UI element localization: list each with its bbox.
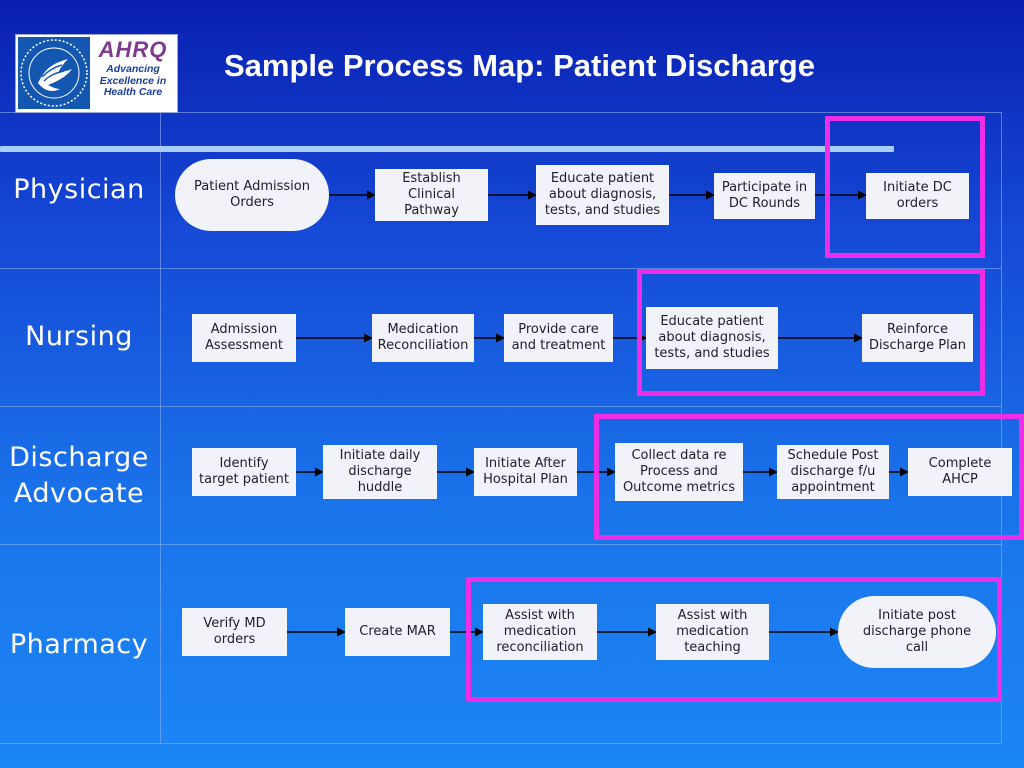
page-title: Sample Process Map: Patient Discharge	[224, 48, 815, 83]
highlight-physician-dc-orders	[825, 116, 985, 258]
lane-divider	[0, 544, 1002, 545]
step-provide-care: Provide care and treatment	[504, 314, 613, 362]
step-admission-assessment: Admission Assessment	[192, 314, 296, 362]
ahrq-tagline-line: Advancing	[106, 63, 160, 75]
ahrq-tagline-line: Health Care	[103, 86, 163, 98]
ahrq-logo: AHRQ Advancing Excellence in Health Care	[92, 37, 174, 109]
lane-label-pharmacy: Pharmacy	[9, 629, 149, 660]
step-verify-md-orders: Verify MD orders	[182, 608, 287, 656]
lane-label-discharge-advocate: Discharge Advocate	[9, 442, 149, 509]
step-initiate-daily-huddle: Initiate daily discharge huddle	[323, 445, 437, 499]
step-identify-target-patient: Identify target patient	[192, 448, 296, 496]
ahrq-tagline: Advancing Excellence in Health Care	[92, 63, 174, 99]
step-assist-medication-reconciliation: Assist with medication reconciliation	[483, 604, 597, 660]
lane-label-nursing: Nursing	[25, 321, 133, 352]
lane-divider	[0, 112, 1002, 113]
right-border	[1001, 112, 1002, 743]
logo: AHRQ Advancing Excellence in Health Care	[15, 34, 178, 113]
lane-divider	[0, 743, 1002, 744]
step-educate-patient-nursing: Educate patient about diagnosis, tests, …	[646, 307, 778, 369]
step-educate-patient-physician: Educate patient about diagnosis, tests, …	[536, 165, 669, 225]
label-column-divider	[160, 112, 161, 743]
step-create-mar: Create MAR	[345, 608, 450, 656]
highlight-nursing-education	[637, 269, 985, 396]
highlight-advocate-followup	[594, 414, 1024, 540]
step-complete-ahcp: Complete AHCP	[908, 448, 1012, 496]
ahrq-wordmark: AHRQ	[98, 37, 168, 62]
step-patient-admission-orders: Patient Admission Orders	[175, 159, 329, 231]
step-initiate-after-hospital-plan: Initiate After Hospital Plan	[474, 448, 577, 496]
highlight-pharmacy-followup	[466, 577, 1002, 702]
step-initiate-dc-orders: Initiate DC orders	[866, 173, 969, 219]
lane-label-physician: Physician	[13, 174, 145, 205]
lane-divider	[0, 268, 1002, 269]
step-collect-data: Collect data re Process and Outcome metr…	[615, 443, 743, 501]
step-reinforce-discharge-plan: Reinforce Discharge Plan	[862, 314, 973, 362]
step-medication-reconciliation: Medication Reconciliation	[372, 314, 474, 362]
hhs-eagle-seal-icon	[18, 37, 90, 109]
step-participate-dc-rounds: Participate in DC Rounds	[714, 173, 815, 219]
step-assist-medication-teaching: Assist with medication teaching	[656, 604, 769, 660]
step-initiate-post-discharge-call: Initiate post discharge phone call	[838, 596, 996, 668]
ahrq-tagline-line: Excellence in	[99, 74, 167, 87]
decorative-bar	[0, 146, 894, 152]
lane-divider	[0, 406, 1002, 407]
step-schedule-post-discharge: Schedule Post discharge f/u appointment	[777, 445, 889, 499]
step-establish-clinical-pathway: Establish Clinical Pathway	[375, 169, 488, 221]
